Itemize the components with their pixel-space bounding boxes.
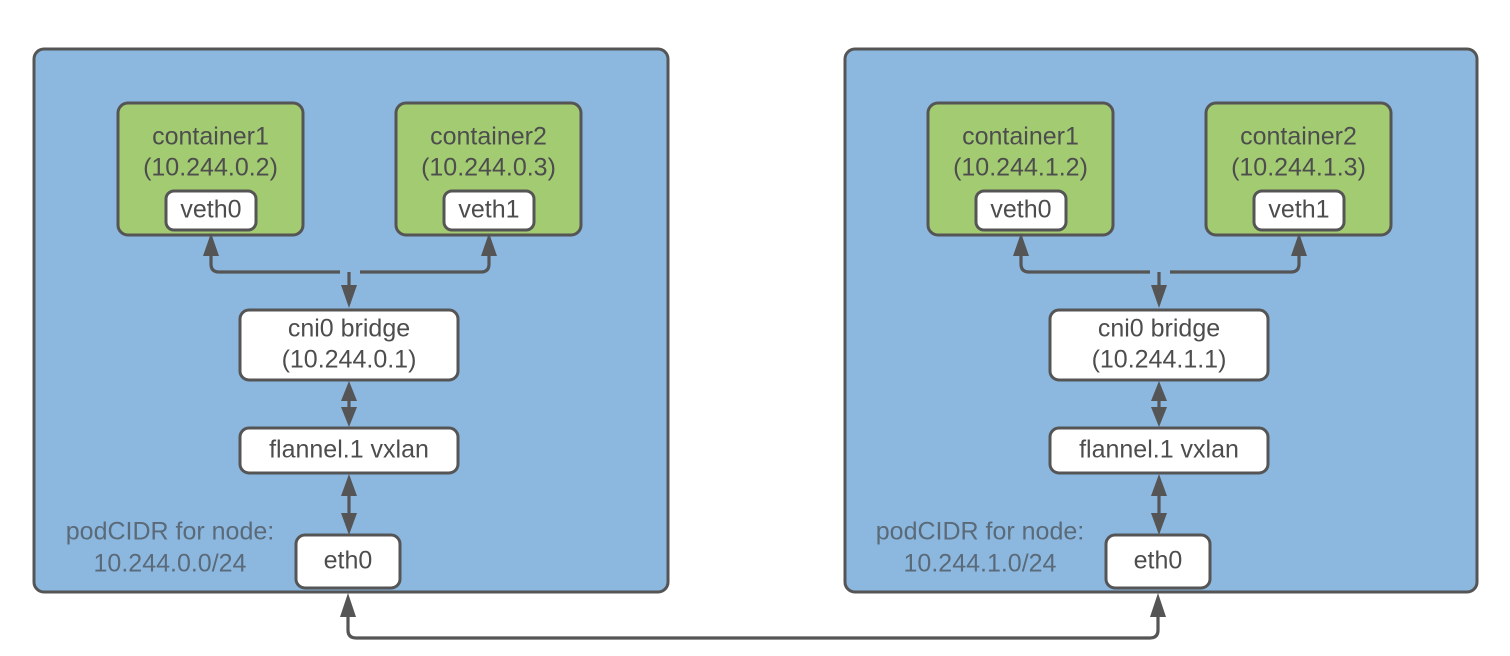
podcidr-value: 10.244.0.0/24	[94, 550, 247, 578]
bridge-ip: (10.244.0.1)	[282, 346, 417, 374]
arrow-up	[1151, 474, 1167, 496]
veth-box	[974, 189, 1068, 232]
node-right-eth0[interactable]: eth0	[1104, 533, 1212, 590]
node-left-flannel-vxlan[interactable]: flannel.1 vxlan	[238, 426, 460, 475]
node-left-cni0-bridge[interactable]: cni0 bridge (10.244.0.1)	[238, 308, 460, 382]
veth-label: veth1	[1268, 196, 1329, 224]
bridge-name: cni0 bridge	[288, 315, 410, 343]
veth-box	[164, 189, 258, 232]
veth-label: veth1	[458, 196, 519, 224]
node-left-eth0[interactable]: eth0	[294, 533, 402, 590]
podcidr-label: podCIDR for node:	[876, 518, 1084, 546]
eth0-box	[1104, 533, 1212, 590]
container-ip: (10.244.1.2)	[953, 154, 1088, 182]
veth-box	[1252, 189, 1346, 232]
vxlan-label: flannel.1 vxlan	[269, 436, 429, 464]
eth0-label: eth0	[1134, 547, 1183, 575]
node-left: container1 (10.244.0.2) veth0 container2…	[32, 47, 670, 594]
container-ip: (10.244.0.3)	[421, 154, 556, 182]
bridge-name: cni0 bridge	[1098, 315, 1220, 343]
node-right-container1[interactable]: container1 (10.244.1.2) veth0	[926, 101, 1115, 237]
container-name: container1	[152, 123, 269, 151]
node-right-podcidr: podCIDR for node: 10.244.1.0/24	[876, 518, 1084, 578]
arrow-down	[341, 407, 357, 427]
node-right-cni0-bridge[interactable]: cni0 bridge (10.244.1.1)	[1048, 308, 1270, 382]
bridge-box	[238, 308, 460, 382]
arrow-up	[341, 381, 357, 401]
node-right-container2[interactable]: container2 (10.244.1.3) veth1	[1204, 101, 1393, 237]
veth-label: veth0	[180, 196, 241, 224]
container-ip: (10.244.1.3)	[1231, 154, 1366, 182]
arrow-up-veth1	[481, 233, 497, 256]
podcidr-value: 10.244.1.0/24	[904, 550, 1057, 578]
node-right-flannel-eth0-connector	[1151, 474, 1167, 535]
node-left-podcidr: podCIDR for node: 10.244.0.0/24	[66, 518, 274, 578]
vxlan-box	[1048, 426, 1270, 475]
arrow-up-veth1	[1291, 233, 1307, 256]
arrow-down	[341, 513, 357, 535]
eth0-label: eth0	[324, 547, 373, 575]
arrow-down-bridge	[341, 285, 357, 308]
node-left-container2[interactable]: container2 (10.244.0.3) veth1	[394, 101, 583, 237]
arrow-up-left-eth0	[340, 593, 356, 617]
node-right-flannel-vxlan[interactable]: flannel.1 vxlan	[1048, 426, 1270, 475]
node-left-container1[interactable]: container1 (10.244.0.2) veth0	[116, 101, 305, 237]
veth-label: veth0	[990, 196, 1051, 224]
veth-box	[442, 189, 536, 232]
node-left-flannel-eth0-connector	[341, 474, 357, 535]
arrow-down	[1151, 407, 1167, 427]
container-name: container2	[430, 123, 547, 151]
arrow-down-bridge	[1151, 285, 1167, 308]
arrow-up-veth0	[203, 233, 219, 256]
vxlan-label: flannel.1 vxlan	[1079, 436, 1239, 464]
container-name: container1	[962, 123, 1079, 151]
container-name: container2	[1240, 123, 1357, 151]
arrow-down	[1151, 513, 1167, 535]
container-ip: (10.244.0.2)	[143, 154, 278, 182]
vxlan-box	[238, 426, 460, 475]
node-left-bridge-to-veth-connector	[203, 233, 497, 308]
bridge-ip: (10.244.1.1)	[1092, 346, 1227, 374]
node-right: container1 (10.244.1.2) veth0 container2…	[843, 47, 1479, 594]
arrow-up	[341, 474, 357, 496]
arrow-up	[1151, 381, 1167, 401]
node-right-bridge-to-veth-connector	[1013, 233, 1307, 308]
arrow-up-right-eth0	[1150, 593, 1166, 617]
arrow-up-veth0	[1013, 233, 1029, 256]
bridge-box	[1048, 308, 1270, 382]
eth0-box	[294, 533, 402, 590]
inter-node-connector	[340, 593, 1166, 640]
node-left-bridge-flannel-connector	[341, 381, 357, 427]
podcidr-label: podCIDR for node:	[66, 518, 274, 546]
node-right-bridge-flannel-connector	[1151, 381, 1167, 427]
